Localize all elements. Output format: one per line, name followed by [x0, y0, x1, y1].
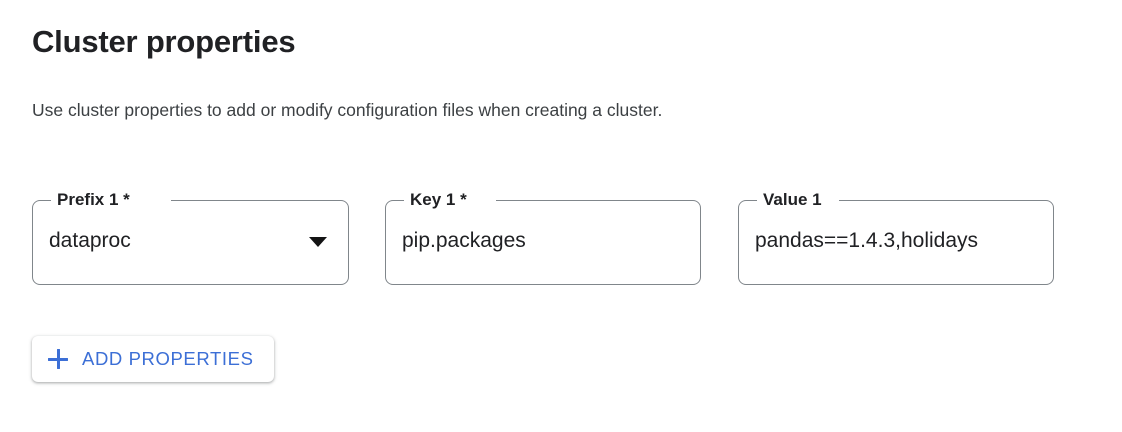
chevron-down-icon[interactable]: [309, 237, 327, 247]
label-notch: [51, 199, 171, 202]
key-text-field[interactable]: Key 1 * pip.packages: [385, 190, 701, 285]
prefix-select-field[interactable]: Prefix 1 * dataproc: [32, 190, 349, 285]
key-field-value[interactable]: pip.packages: [402, 229, 526, 252]
value-text-field[interactable]: Value 1 pandas==1.4.3,holidays: [738, 190, 1054, 285]
label-notch: [757, 199, 839, 202]
value-field-value[interactable]: pandas==1.4.3,holidays: [755, 229, 979, 252]
properties-field-row: Prefix 1 * dataproc Key 1 * pip.packages…: [32, 190, 1090, 290]
page-title: Cluster properties: [32, 24, 296, 59]
add-properties-button[interactable]: ADD PROPERTIES: [32, 336, 274, 382]
prefix-field-value[interactable]: dataproc: [49, 229, 131, 252]
plus-icon: [48, 349, 68, 369]
add-properties-label: ADD PROPERTIES: [82, 348, 254, 369]
prefix-field-label: Prefix 1 *: [57, 190, 130, 209]
label-notch: [404, 199, 496, 202]
page-description: Use cluster properties to add or modify …: [32, 100, 663, 120]
key-field-label: Key 1 *: [410, 190, 467, 209]
value-field-label: Value 1: [763, 190, 822, 209]
